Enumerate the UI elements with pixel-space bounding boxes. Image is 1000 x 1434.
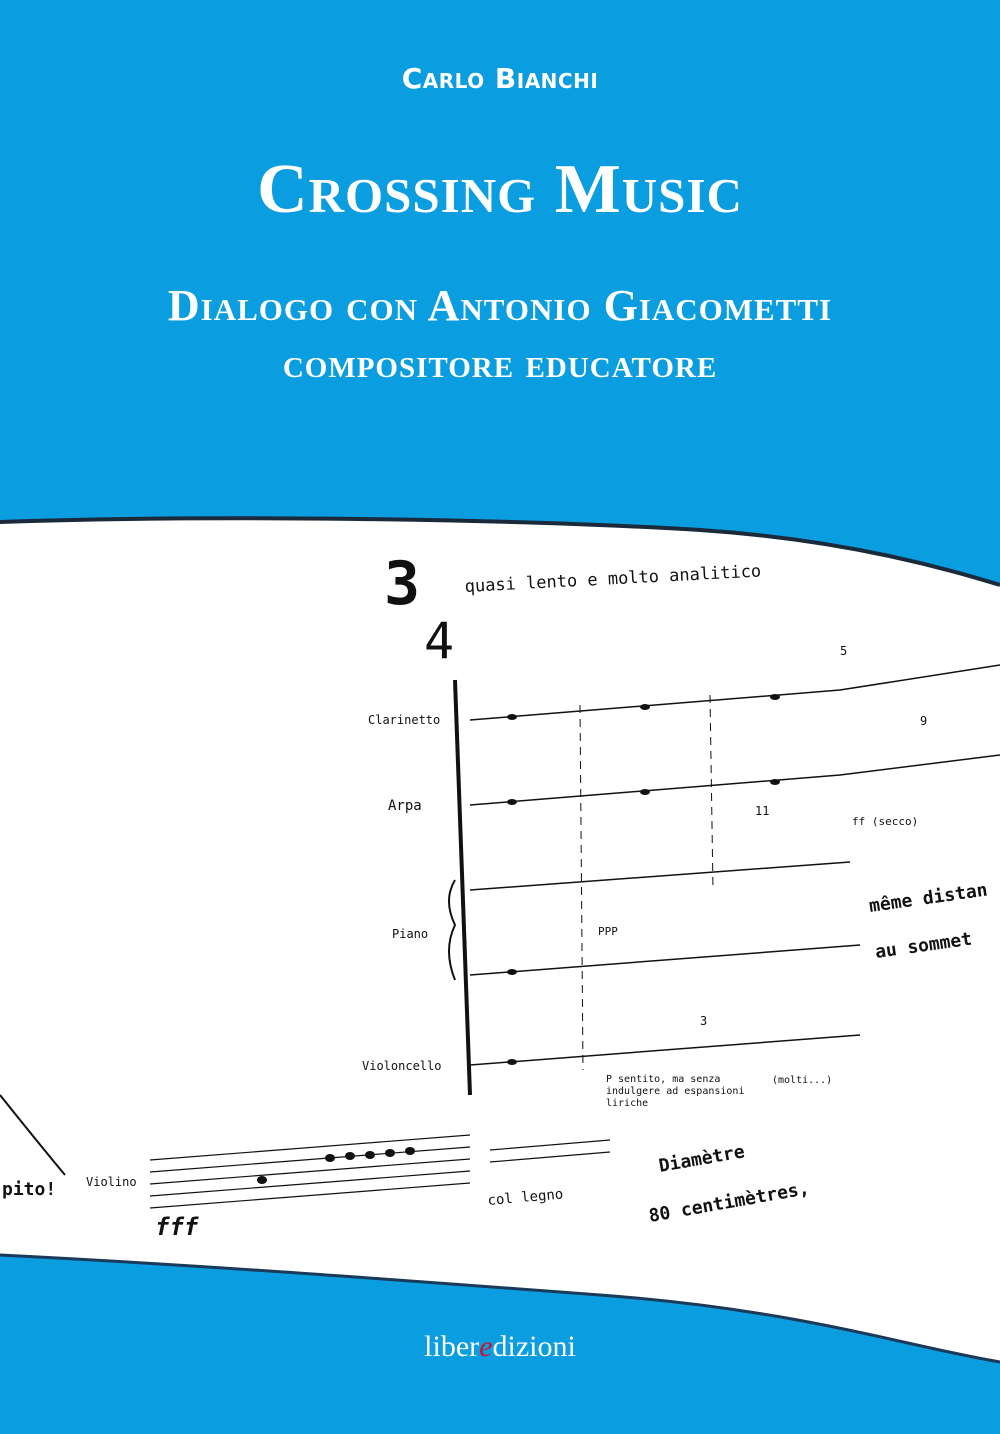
secco-marking: ff (secco) [852,815,918,828]
subtitle-line-2: compositore educatore [282,341,718,387]
white-band [0,518,1000,1362]
dynamic-ppp: PPP [598,925,618,938]
subtitle-line-1: Dialogo con Antonio Giacometti [167,281,833,330]
band-top-edge [0,516,1000,587]
publisher-logo: liberedizioni [0,1330,1000,1364]
band-bottom-edge [0,1253,1000,1364]
publisher-part-2: e [479,1330,493,1363]
violino-label: Violino [86,1175,137,1189]
publisher-part-3: dizioni [492,1330,576,1363]
instrument-clarinetto: Clarinetto [368,713,440,727]
tuplet-9: 9 [920,714,927,728]
tuplet-3: 3 [700,1014,707,1028]
dynamic-fff: fff [155,1213,199,1241]
book-title: Crossing Music [257,151,743,228]
tuplet-5: 5 [840,644,847,658]
instrument-arpa: Arpa [388,798,422,814]
cue-text: pito! [2,1179,56,1200]
time-signature-bottom: 4 [424,612,454,670]
col-legno: col legno [487,1186,564,1209]
instrument-piano: Piano [392,927,428,941]
molto-marking: (molti...) [772,1075,832,1086]
tuplet-11: 11 [755,804,769,818]
author-name: Carlo Bianchi [401,62,599,95]
time-signature-top: 3 [384,549,420,619]
instrument-violoncello: Violoncello [362,1059,441,1073]
expression-marking: P sentito, ma senza indulgere ad espansi… [606,1074,745,1109]
publisher-part-1: liber [424,1330,480,1363]
